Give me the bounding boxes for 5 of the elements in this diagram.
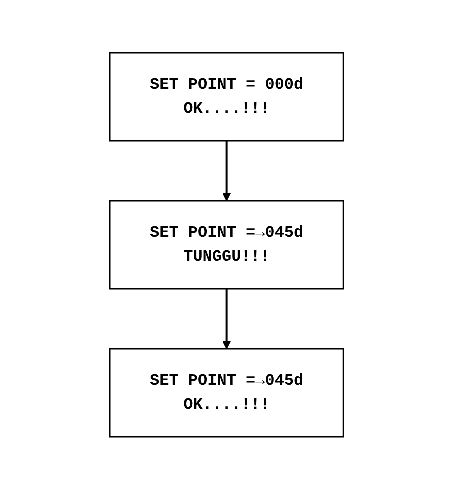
node-box [108, 200, 344, 290]
arrow [222, 141, 231, 202]
node-box [108, 52, 344, 142]
node-box [108, 348, 344, 438]
arrow [222, 289, 231, 350]
